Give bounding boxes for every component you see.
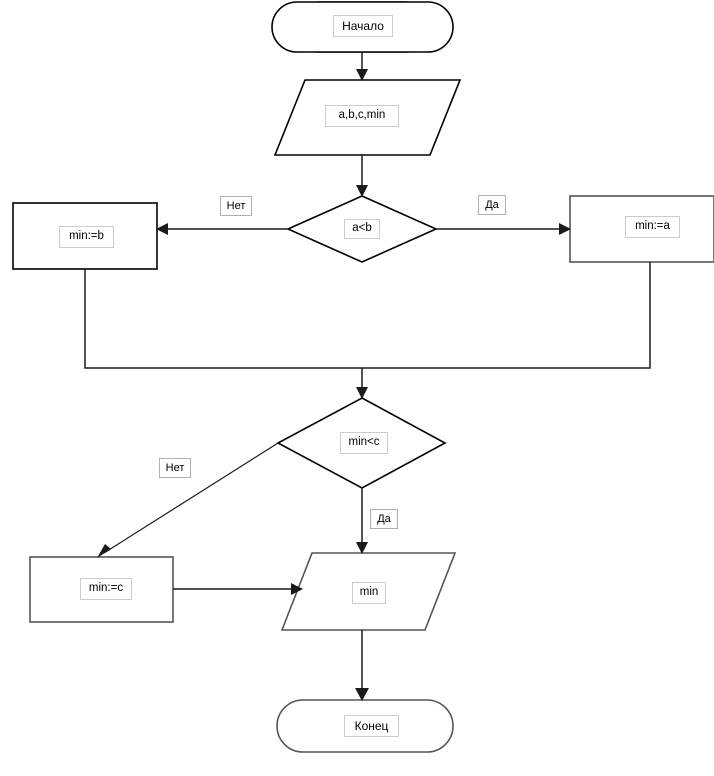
arrow-output-to-end (355, 688, 369, 701)
edge-label-decision2-no: Нет (159, 458, 191, 478)
arrow-decision2-to-assign-c (97, 544, 111, 558)
arrow-decision1-to-assign-b (156, 223, 168, 235)
arrow-start-to-input (356, 69, 368, 81)
node-decision1-label: a<b (344, 219, 380, 239)
node-end-label: Конец (344, 715, 399, 737)
node-output-label: min (352, 582, 386, 604)
arrow-decision1-to-assign-a (559, 223, 571, 235)
node-start-label: Начало (333, 15, 393, 37)
edge-label-decision1-yes: Да (478, 195, 506, 215)
arrow-assign-c-to-output (291, 583, 303, 595)
node-assign-a-label: min:=a (625, 216, 680, 238)
node-input-label: a,b,c,min (325, 105, 399, 127)
arrow-merge-to-decision2 (356, 387, 368, 399)
node-assign-b-label: min:=b (59, 226, 114, 248)
node-decision2-label: min<c (340, 432, 388, 454)
arrow-decision2-to-output (356, 542, 368, 554)
edge-decision2-to-assign-c (103, 442, 279, 554)
edge-assign-a-to-merge (362, 262, 651, 369)
edge-label-decision2-yes: Да (370, 509, 398, 529)
node-assign-c-label: min:=c (80, 578, 132, 600)
arrow-input-to-decision1 (356, 185, 368, 197)
edge-label-decision1-no: Нет (220, 196, 252, 216)
edge-assign-b-to-merge (84, 269, 362, 369)
